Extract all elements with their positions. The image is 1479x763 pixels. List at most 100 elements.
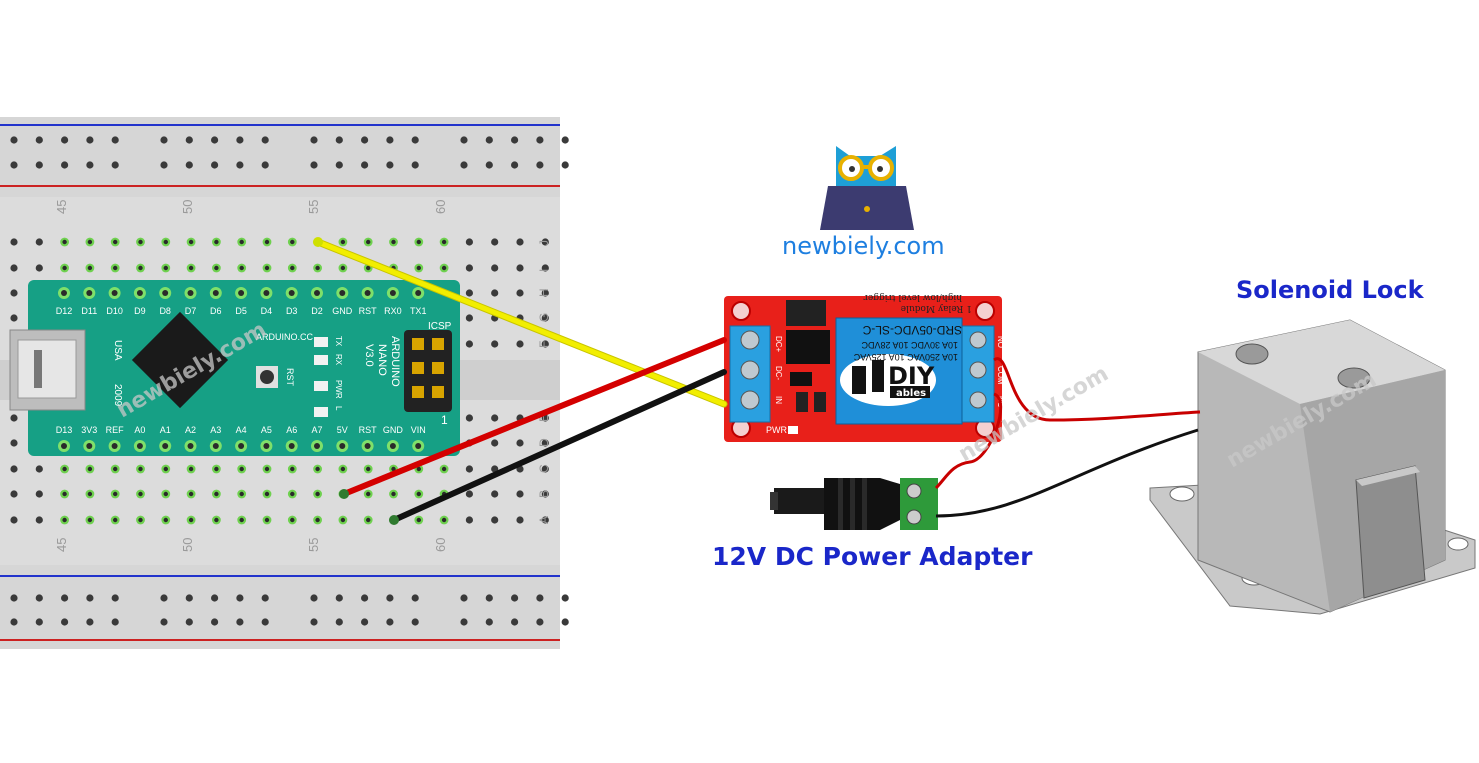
rail-hole	[335, 618, 343, 626]
rail-hole	[35, 618, 43, 626]
nano-pin-label: D7	[185, 306, 197, 316]
terminal-hole-inner	[62, 239, 67, 245]
rail-hole	[485, 618, 493, 626]
row-letter: A	[537, 516, 551, 524]
terminal-screws	[740, 330, 987, 410]
terminal-hole-inner	[214, 517, 219, 523]
terminal-hole-inner	[188, 517, 194, 523]
brand-text: newbiely.com	[782, 232, 945, 260]
status-led-label: PWR	[334, 380, 343, 399]
terminal-hole	[541, 340, 549, 348]
rail-hole	[261, 594, 269, 602]
nano-pin-label: 3V3	[81, 425, 97, 435]
terminal-hole-inner	[441, 265, 447, 271]
rail-hole	[160, 136, 168, 144]
terminal-hole-inner	[163, 265, 168, 271]
nano-pin-hole	[314, 290, 320, 296]
terminal-hole	[10, 490, 18, 498]
rail-hole	[211, 136, 219, 144]
terminal-hole-inner	[138, 265, 143, 271]
terminal-hole	[10, 314, 18, 322]
terminal-hole-inner	[290, 491, 295, 497]
nano-pin-hole	[162, 443, 169, 449]
rail-hole	[10, 136, 18, 144]
terminal-hole-inner	[290, 265, 295, 271]
terminal-hole	[541, 465, 549, 473]
nano-pin-hole	[364, 290, 371, 296]
terminal-hole-inner	[163, 466, 168, 472]
status-led	[314, 337, 328, 347]
rail-hole	[561, 136, 569, 144]
terminal-hole-inner	[113, 265, 118, 271]
terminal-hole-inner	[416, 265, 421, 271]
terminal-hole-inner	[138, 239, 143, 245]
rail-hole	[185, 618, 193, 626]
terminal-hole-inner	[315, 517, 320, 523]
status-led-label: TX	[334, 336, 343, 347]
nano-pin-label: D10	[106, 306, 123, 316]
screw	[969, 331, 987, 349]
terminal-hole-inner	[62, 466, 67, 472]
rail-hole	[61, 594, 69, 602]
terminal-hole-inner	[391, 466, 396, 472]
nano-pin-label: D2	[311, 306, 323, 316]
terminal-hole-inner	[62, 265, 67, 271]
terminal-hole-inner	[416, 491, 421, 497]
rail-hole	[536, 594, 544, 602]
nano-pin-hole	[415, 290, 422, 296]
nano-pin-hole	[389, 443, 396, 449]
status-led	[314, 407, 328, 417]
terminal-hole-inner	[188, 491, 194, 497]
rail-hole	[510, 594, 519, 602]
nano-name-line2: NANO	[376, 344, 388, 376]
logo-diy-text: DIY	[888, 362, 935, 390]
terminal-hole-inner	[264, 466, 270, 472]
logo-ables-text: ables	[896, 388, 926, 399]
terminal-hole	[491, 264, 499, 272]
terminal-hole-inner	[87, 265, 93, 271]
terminal-hole	[516, 289, 524, 297]
relay-right-pin-label: NO	[996, 336, 1005, 348]
nano-pin-hole	[212, 290, 219, 296]
terminal-hole	[35, 465, 43, 473]
terminal-hole	[35, 238, 43, 246]
rail-hole	[561, 161, 569, 169]
relay-rating-2: 10A 30VDC 10A 28VDC	[861, 340, 958, 350]
terminal-hole-inner	[87, 517, 93, 523]
terminal-hole	[516, 516, 524, 524]
terminal-hole-inner	[264, 265, 270, 271]
nano-year-label: 2009	[112, 384, 123, 407]
terminal-hole-inner	[340, 517, 346, 523]
status-led-label: L	[334, 406, 343, 411]
rail-hole	[510, 136, 519, 144]
owl-logo-icon	[820, 146, 914, 230]
rail-hole	[335, 161, 343, 169]
rail-hole	[310, 161, 318, 169]
column-number: 60	[433, 200, 448, 214]
column-number: 50	[180, 200, 195, 214]
terminal-hole	[465, 490, 473, 498]
terminal-hole-inner	[441, 517, 447, 523]
terminal-hole-inner	[391, 239, 396, 245]
nano-pin-hole	[364, 443, 371, 449]
rail-hole	[411, 618, 419, 626]
relay-left-pin-label: IN	[774, 396, 783, 404]
terminal-hole-inner	[416, 517, 421, 523]
power-rail-holes	[10, 136, 569, 626]
nano-pin-label: D11	[81, 306, 97, 316]
terminal-hole-inner	[113, 466, 118, 472]
relay-model-text: SRD-05VDC-SL-C	[862, 323, 962, 337]
nano-pin-label: D8	[159, 306, 171, 316]
terminal-hole-inner	[113, 517, 118, 523]
terminal-hole	[465, 414, 473, 422]
column-number: 55	[306, 200, 321, 214]
terminal-hole-inner	[87, 491, 93, 497]
terminal-hole-inner	[62, 517, 67, 523]
terminal-hole-inner	[214, 466, 219, 472]
nano-site-label: ARDUINO.CC	[256, 332, 314, 342]
rail-hole	[61, 136, 69, 144]
terminal-hole-inner	[264, 517, 270, 523]
terminal-hole	[35, 516, 43, 524]
terminal-hole-inner	[416, 466, 421, 472]
